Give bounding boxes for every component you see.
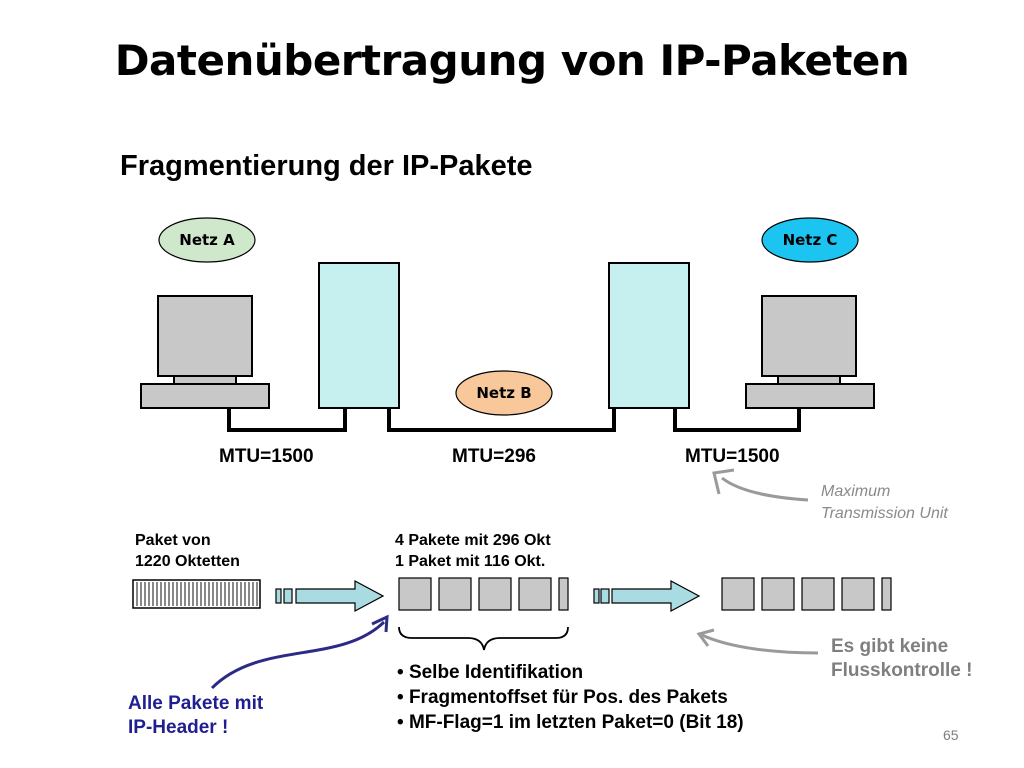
flow-control-note: Es gibt keine Flusskontrolle ! [831,635,972,683]
source-packet-label: Paket von 1220 Oktetten [135,530,240,572]
bullet-item: Selbe Identifikation [397,660,744,685]
page-title: Datenübertragung von IP-Paketen [114,36,910,85]
mtu-middle-label: MTU=296 [452,446,536,467]
fragment-properties-list: Selbe Identifikation Fragmentoffset für … [397,660,744,735]
page-number: 65 [943,727,959,743]
router-right [608,262,690,409]
flow-note-line-2: Flusskontrolle ! [831,660,973,681]
netz-c-label: Netz C [783,231,838,249]
fragments-line-2: 1 Paket mit 116 Okt. [395,553,546,570]
flow-note-line-1: Es gibt keine [831,636,949,657]
fragments-label: 4 Pakete mit 296 Okt 1 Paket mit 116 Okt… [395,530,551,572]
network-cables [227,408,801,432]
transfer-arrow-2 [593,579,701,613]
header-note-arrow [210,614,389,690]
fragments-brace [398,626,569,651]
netz-a-label: Netz A [179,231,235,249]
original-packet [132,579,261,609]
router-left [318,262,400,409]
header-note: Alle Pakete mit IP-Header ! [128,692,263,740]
source-packet-line-1: Paket von [135,532,211,549]
netz-c-ellipse: Netz C [761,217,859,263]
computer-left [140,295,270,409]
bullet-item: Fragmentoffset für Pos. des Pakets [397,685,744,710]
mtu-note-arrow [712,468,809,502]
netz-b-ellipse: Netz B [455,370,553,416]
mtu-left-label: MTU=1500 [219,446,314,467]
computer-right [745,295,875,409]
received-fragments-group [721,577,892,611]
mtu-note-line-2: Transmission Unit [821,505,948,522]
fragments-group [398,577,569,611]
header-note-line-1: Alle Pakete mit [128,693,264,714]
flow-note-arrow [696,628,819,655]
netz-b-label: Netz B [476,384,531,402]
header-note-line-2: IP-Header ! [128,717,229,738]
netz-a-ellipse: Netz A [158,217,256,263]
section-subtitle: Fragmentierung der IP-Pakete [120,150,533,182]
mtu-note: Maximum Transmission Unit [821,481,948,525]
source-packet-line-2: 1220 Oktetten [135,553,240,570]
transfer-arrow-1 [275,579,385,613]
mtu-right-label: MTU=1500 [685,446,780,467]
mtu-note-line-1: Maximum [821,483,891,500]
fragments-line-1: 4 Pakete mit 296 Okt [395,532,551,549]
bullet-item: MF-Flag=1 im letzten Paket=0 (Bit 18) [397,710,744,735]
